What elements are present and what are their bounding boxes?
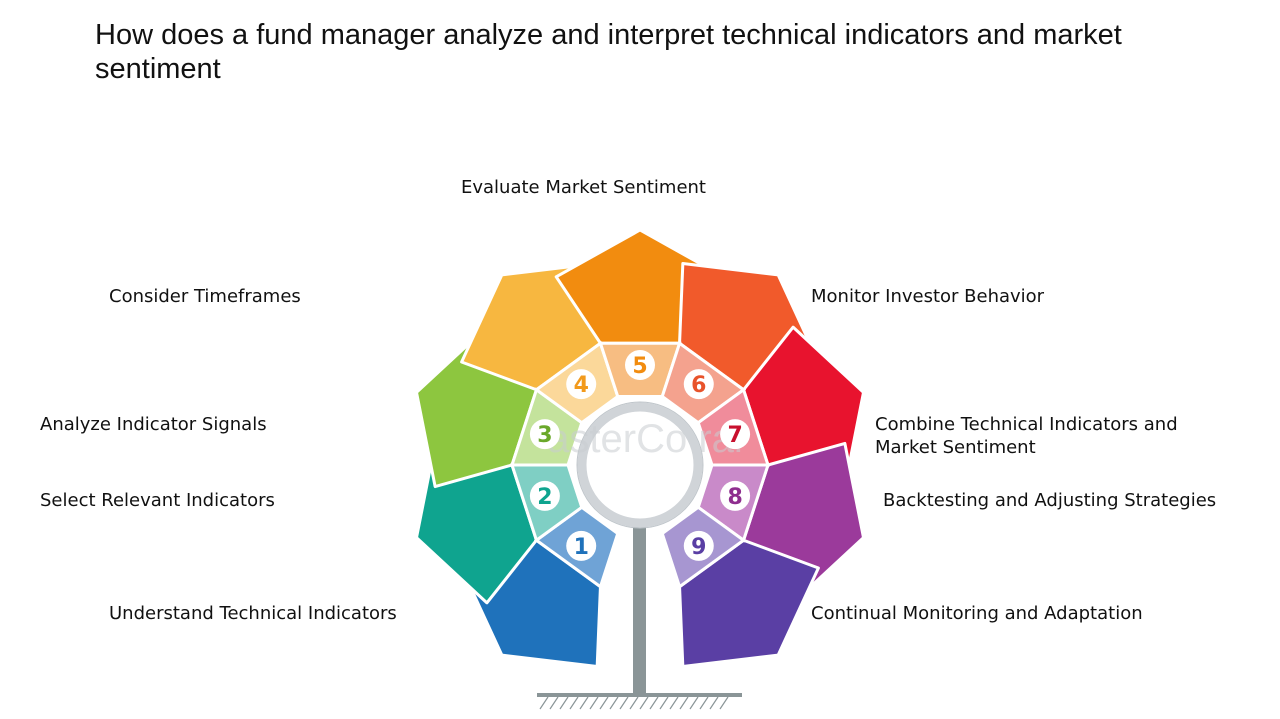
step-number-4: 4 xyxy=(574,373,589,398)
stand-hatch-mark xyxy=(689,696,699,710)
number-badge-3 xyxy=(529,419,560,450)
label-step-9: Continual Monitoring and Adaptation xyxy=(811,603,1143,624)
label-step-6: Monitor Investor Behavior xyxy=(811,286,1045,307)
number-group: 12 34 5 67 89 xyxy=(529,350,751,561)
stand-hatch-mark xyxy=(629,696,639,710)
stand-base xyxy=(537,693,742,697)
stand-hatch-mark xyxy=(579,696,589,710)
stand xyxy=(537,500,742,710)
number-badge-5 xyxy=(625,350,655,380)
page-title: How does a fund manager analyze and inte… xyxy=(95,19,1122,85)
number-badge-6 xyxy=(683,369,714,400)
step-number-1: 1 xyxy=(574,535,589,560)
stand-hatch-mark xyxy=(709,696,719,710)
label-step-4: Consider Timeframes xyxy=(109,286,301,307)
stand-hatch-mark xyxy=(599,696,609,710)
number-badge-9 xyxy=(683,530,714,561)
stand-pole xyxy=(633,500,646,695)
label-step-2: Select Relevant Indicators xyxy=(40,490,275,511)
stand-hatch-mark xyxy=(609,696,619,710)
stand-hatch-mark xyxy=(589,696,599,710)
watermark: asterCo ral xyxy=(547,417,743,461)
step-number-6: 6 xyxy=(691,373,706,398)
step-number-9: 9 xyxy=(691,535,706,560)
petal-group xyxy=(415,228,865,668)
label-step-7: Combine Technical Indicators and Market … xyxy=(875,414,1178,458)
number-badge-8 xyxy=(720,480,751,511)
stand-hatch-mark xyxy=(569,696,579,710)
center-circle-outline xyxy=(576,401,704,529)
label-step-8: Backtesting and Adjusting Strategies xyxy=(883,490,1217,511)
label-step-3: Analyze Indicator Signals xyxy=(40,414,267,435)
step-number-5: 5 xyxy=(632,354,647,379)
stand-hatch-mark xyxy=(539,696,549,710)
stand-hatch-mark xyxy=(559,696,569,710)
stand-hatch-mark xyxy=(649,696,659,710)
number-badge-7 xyxy=(720,419,751,450)
stand-hatch-mark xyxy=(719,696,729,710)
label-step-1: Understand Technical Indicators xyxy=(109,603,397,624)
center-circle xyxy=(577,402,703,528)
stand-hatch-mark xyxy=(669,696,679,710)
label-step-5: Evaluate Market Sentiment xyxy=(461,177,706,198)
stand-hatch-mark xyxy=(699,696,709,710)
step-number-2: 2 xyxy=(537,485,552,510)
step-number-8: 8 xyxy=(727,485,742,510)
stand-hatch xyxy=(539,696,729,710)
stand-hatch-mark xyxy=(619,696,629,710)
stand-hatch-mark xyxy=(639,696,649,710)
stand-hatch-mark xyxy=(679,696,689,710)
stand-hatch-mark xyxy=(659,696,669,710)
number-badge-4 xyxy=(566,369,597,400)
step-number-7: 7 xyxy=(727,423,742,448)
stand-hatch-mark xyxy=(549,696,559,710)
number-badge-2 xyxy=(529,480,560,511)
step-number-3: 3 xyxy=(537,423,552,448)
number-badge-1 xyxy=(566,530,597,561)
